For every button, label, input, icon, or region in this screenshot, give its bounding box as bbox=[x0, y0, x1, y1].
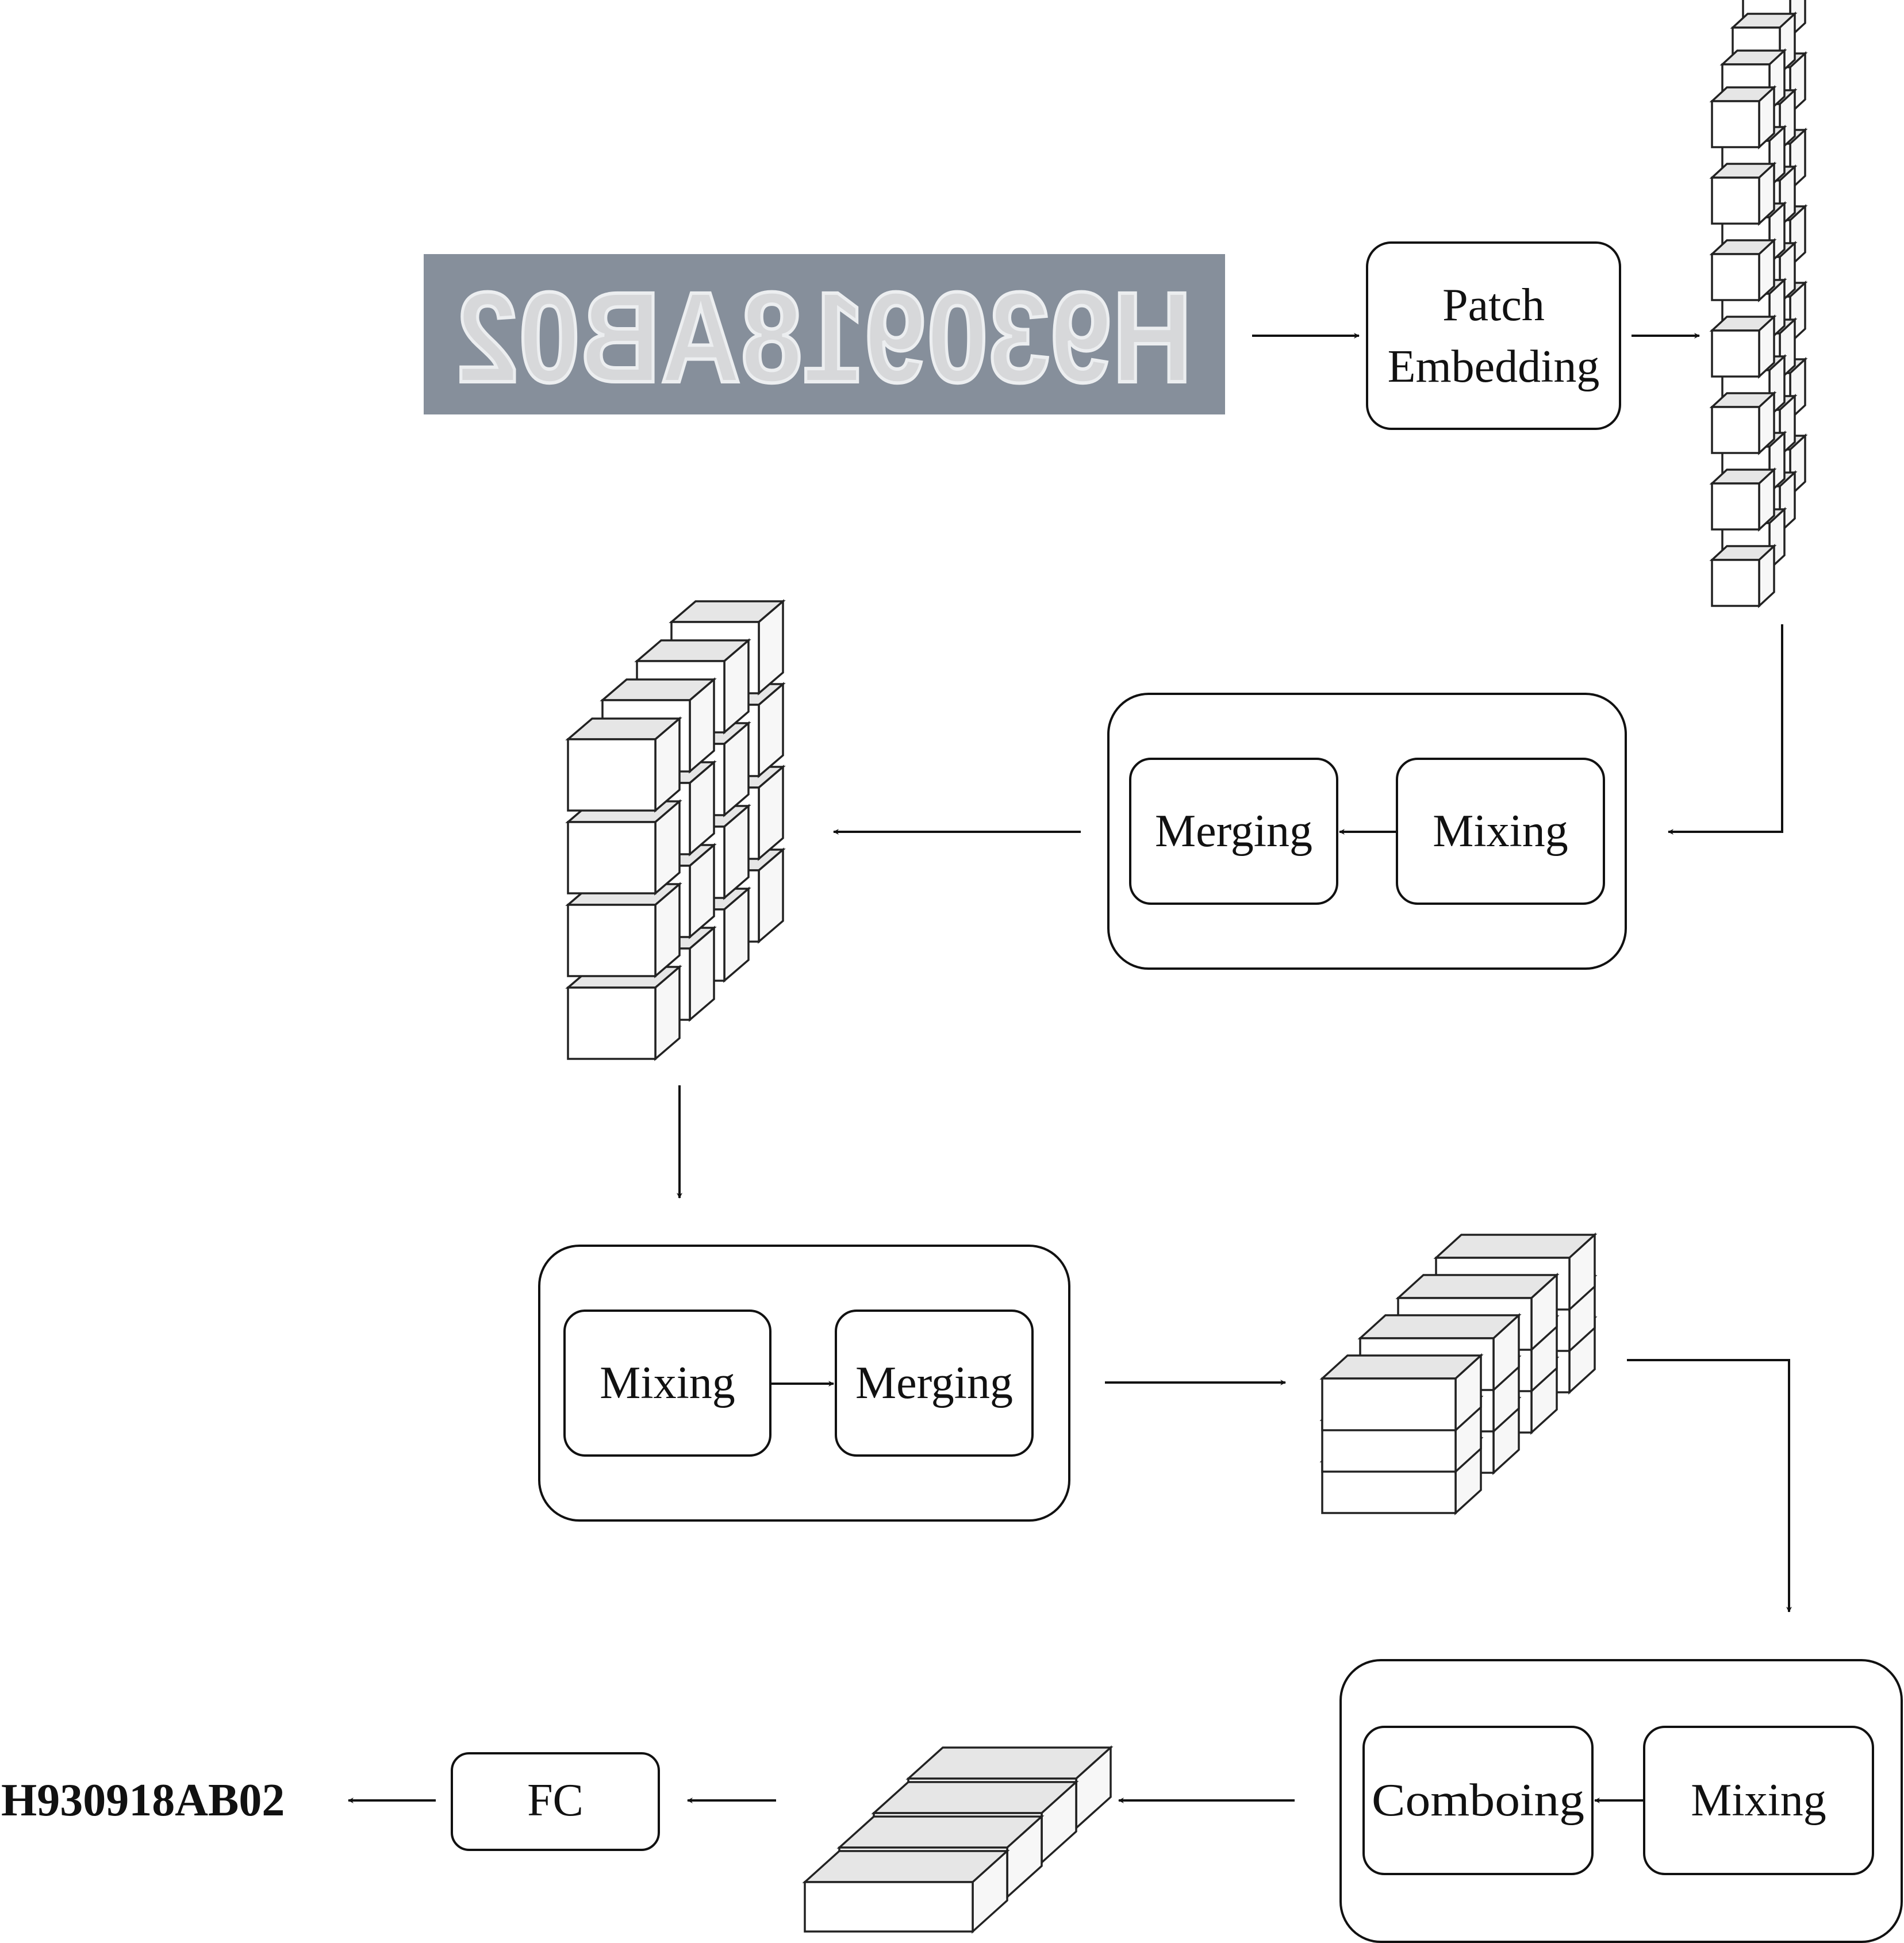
tensor1-cube-27 bbox=[1709, 544, 1777, 608]
stage1-block: Merging Mixing bbox=[1107, 693, 1627, 970]
stage3-comboing-label: Comboing bbox=[1372, 1775, 1584, 1826]
stage2-mixing-label: Mixing bbox=[600, 1358, 735, 1408]
patch-embedding-label-line1: Patch bbox=[1442, 280, 1545, 331]
fc-block: FC bbox=[451, 1752, 660, 1851]
tensor1-cube-26 bbox=[1709, 467, 1777, 532]
tensor1-cube-25 bbox=[1709, 391, 1777, 455]
stage1-merging-label: Merging bbox=[1155, 806, 1312, 857]
patch-embedding-label-line2: Embedding bbox=[1388, 341, 1600, 392]
feature-map-tensor-2 bbox=[565, 599, 786, 1061]
tensor1-cube-24 bbox=[1709, 314, 1777, 379]
tensor1-cube-23 bbox=[1709, 238, 1777, 302]
feature-map-tensor-4 bbox=[802, 1745, 1114, 1934]
arrow-tensor3-to-stage3 bbox=[1627, 1359, 1792, 1612]
tensor4-cube-3 bbox=[802, 1849, 1010, 1934]
plate-text: H930918AB02 bbox=[456, 266, 1192, 409]
stage3-comboing-box bbox=[1362, 1726, 1594, 1875]
stage1-mixing-label: Mixing bbox=[1433, 806, 1568, 857]
arrow-tensor1-to-stage1 bbox=[1668, 624, 1783, 835]
tensor2-cube-13 bbox=[565, 882, 682, 978]
plate-background bbox=[424, 254, 1225, 414]
output-prediction-text: H930918AB02 bbox=[1, 1775, 285, 1826]
input-plate-image: H930918AB02 bbox=[424, 254, 1225, 414]
fc-label: FC bbox=[527, 1775, 584, 1826]
patch-embedding-box bbox=[1366, 241, 1621, 430]
tensor1-cube-22 bbox=[1709, 162, 1777, 226]
patch-embedding-block: Patch Embedding bbox=[1366, 241, 1621, 430]
tensor3-cube-11 bbox=[1319, 1353, 1484, 1433]
feature-map-tensor-1 bbox=[1709, 0, 1808, 608]
stage1-merging-box bbox=[1129, 758, 1338, 905]
tensor1-cube-21 bbox=[1709, 85, 1777, 149]
stage2-merging-box bbox=[835, 1310, 1034, 1457]
stage3-mixing-label: Mixing bbox=[1691, 1775, 1826, 1826]
tensor2-cube-14 bbox=[565, 799, 682, 896]
fc-box bbox=[451, 1752, 660, 1851]
tensor2-cube-15 bbox=[565, 716, 682, 813]
feature-map-tensor-3 bbox=[1319, 1232, 1598, 1515]
tensor2-cube-12 bbox=[565, 965, 682, 1061]
stage2-merging-label: Merging bbox=[855, 1358, 1013, 1408]
stage3-block: Comboing Mixing bbox=[1339, 1659, 1903, 1943]
stage2-block: Mixing Merging bbox=[538, 1245, 1070, 1522]
plate-texture bbox=[424, 254, 1225, 414]
